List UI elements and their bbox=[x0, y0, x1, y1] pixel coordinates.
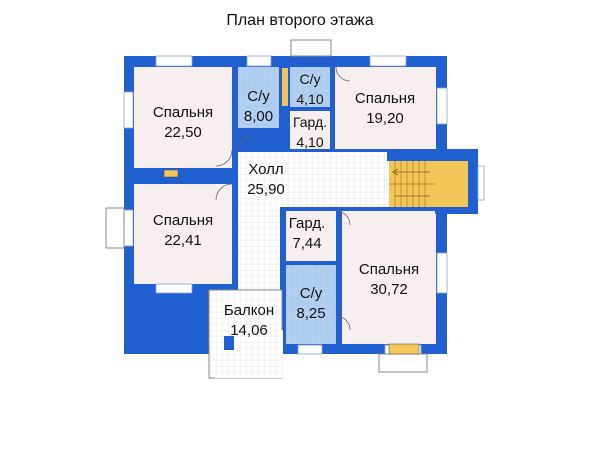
door-swing bbox=[335, 315, 351, 331]
room-area: 30,72 bbox=[370, 281, 408, 298]
door-swing bbox=[335, 210, 351, 226]
door-swing bbox=[215, 183, 233, 201]
room-name: Спальня bbox=[152, 104, 214, 121]
stair-arrow bbox=[392, 168, 430, 197]
roof-projection-left bbox=[105, 207, 125, 249]
room-label-bathroom-8-00: С/у 8,00 bbox=[238, 87, 279, 127]
window bbox=[123, 209, 134, 247]
bedroom-30-72-floor bbox=[342, 211, 436, 344]
stair-landing-yellow bbox=[435, 161, 468, 207]
room-name: Холл bbox=[248, 161, 284, 178]
bedroom-22-50-floor bbox=[134, 67, 232, 168]
bathroom-4-10-floor bbox=[290, 67, 330, 107]
door-swing bbox=[335, 66, 351, 82]
room-area: 14,06 bbox=[230, 322, 268, 339]
room-name: С/у bbox=[247, 88, 270, 105]
room-name: Спальня bbox=[354, 90, 416, 107]
room-label-hall: Холл 25,90 bbox=[238, 160, 294, 200]
room-label-wardrobe-7-44: Гард. 7,44 bbox=[284, 214, 330, 254]
window bbox=[436, 87, 448, 125]
window bbox=[477, 165, 485, 201]
room-name: Гард. bbox=[292, 114, 328, 130]
window bbox=[297, 344, 323, 355]
room-name: Спальня bbox=[358, 261, 420, 278]
room-area: 4,10 bbox=[296, 91, 324, 107]
balcony-pillar bbox=[224, 336, 234, 350]
bedroom-22-41-floor bbox=[134, 184, 232, 284]
window bbox=[246, 55, 272, 67]
vent-box bbox=[163, 169, 179, 178]
window bbox=[369, 55, 407, 67]
room-name: Спальня bbox=[152, 212, 214, 229]
room-area: 4,10 bbox=[296, 134, 324, 150]
room-name: С/у bbox=[299, 71, 321, 87]
room-area: 22,41 bbox=[164, 232, 202, 249]
roof-projection-top bbox=[290, 39, 332, 57]
wardrobe-4-10-floor bbox=[290, 111, 330, 149]
window bbox=[155, 283, 193, 294]
room-label-bedroom-22-50: Спальня 22,50 bbox=[140, 103, 226, 143]
fireplace bbox=[388, 343, 420, 355]
bedroom-19-20-floor bbox=[335, 67, 436, 149]
room-area: 25,90 bbox=[247, 181, 285, 198]
room-area: 7,44 bbox=[292, 235, 322, 252]
window bbox=[436, 252, 448, 294]
door-swing bbox=[237, 135, 253, 151]
room-label-bathroom-4-10: С/у 4,10 bbox=[290, 69, 330, 109]
room-area: 8,00 bbox=[243, 108, 274, 125]
room-label-balcony: Балкон 14,06 bbox=[216, 301, 282, 341]
room-area: 22,50 bbox=[164, 124, 202, 141]
room-label-bedroom-30-72: Спальня 30,72 bbox=[342, 260, 436, 300]
vent-duct bbox=[282, 68, 288, 106]
room-name: Балкон bbox=[223, 302, 275, 319]
bathroom-8-25-floor bbox=[286, 265, 336, 344]
room-area: 19,20 bbox=[366, 110, 404, 127]
window bbox=[155, 55, 193, 67]
room-label-bedroom-22-41: Спальня 22,41 bbox=[140, 211, 226, 251]
door-swing bbox=[215, 149, 233, 167]
room-label-wardrobe-4-10: Гард. 4,10 bbox=[286, 112, 334, 152]
plan-title: План второго этажа bbox=[226, 12, 374, 29]
room-name: Гард. bbox=[288, 215, 326, 232]
roof-projection-bottom bbox=[378, 353, 428, 373]
room-area: 8,25 bbox=[296, 305, 326, 322]
room-label-bathroom-8-25: С/у 8,25 bbox=[286, 284, 336, 324]
room-name: С/у bbox=[299, 285, 323, 302]
wardrobe-7-44-floor bbox=[286, 211, 336, 261]
window bbox=[123, 91, 134, 129]
bathroom-8-00-floor bbox=[238, 67, 279, 128]
room-label-bedroom-19-20: Спальня 19,20 bbox=[340, 89, 430, 129]
